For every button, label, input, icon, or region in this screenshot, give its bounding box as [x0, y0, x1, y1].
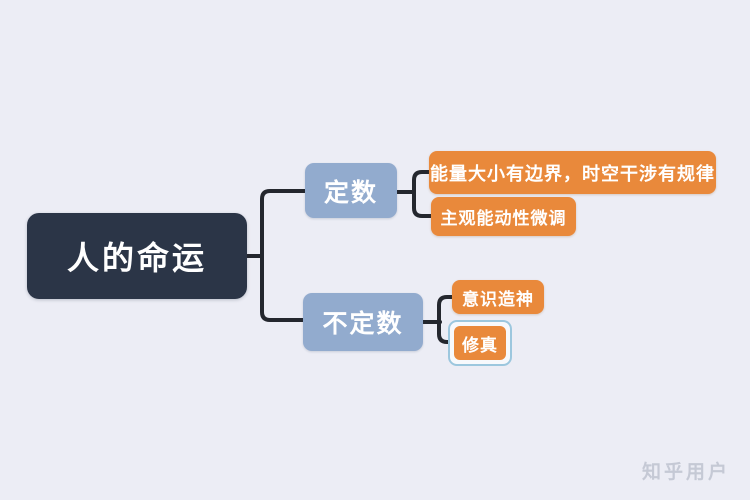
connector-root-trunk: [260, 189, 307, 322]
leaf-node-energy-boundary[interactable]: 能量大小有边界，时空干涉有规律: [429, 151, 716, 194]
leaf-node-xiuzhen[interactable]: 修真: [454, 326, 506, 360]
branch-node-dingshu[interactable]: 定数: [305, 163, 397, 218]
leaf-node-consciousness[interactable]: 意识造神: [452, 280, 544, 314]
root-node[interactable]: 人的命运: [27, 213, 247, 299]
leaf-node-subjective-tuning[interactable]: 主观能动性微调: [431, 197, 576, 236]
zhihu-user-watermark: 知乎用户: [641, 462, 730, 483]
selected-node-ring[interactable]: 修真: [448, 320, 512, 366]
branch-node-budingshu[interactable]: 不定数: [303, 293, 423, 351]
